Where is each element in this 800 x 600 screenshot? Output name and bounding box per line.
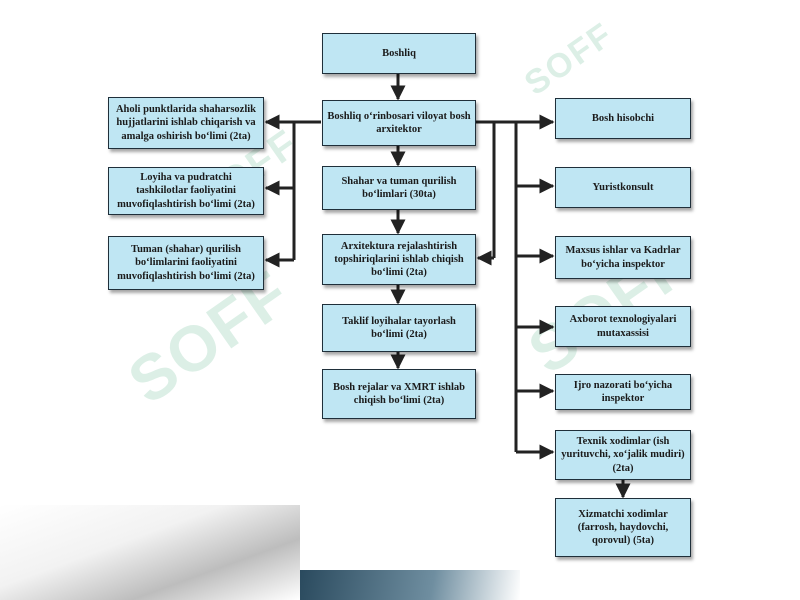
node-taklif: Taklif loyihalar tayorlash bo‘limi (2ta) (322, 304, 476, 352)
node-xizmatchi: Xizmatchi xodimlar (farrosh, haydovchi, … (555, 498, 691, 557)
node-orinbosar: Boshliq o‘rinbosari viloyat bosh arxitek… (322, 100, 476, 146)
decorative-corner (0, 505, 300, 600)
node-arxitektura: Arxitektura rejalashtirish topshiriqlari… (322, 234, 476, 285)
node-bosh-hisobchi: Bosh hisobchi (555, 98, 691, 139)
node-shahar-tuman: Shahar va tuman qurilish bo‘limlari (30t… (322, 166, 476, 210)
node-bosh-rejalar: Bosh rejalar va XMRT ishlab chiqish bo‘l… (322, 369, 476, 419)
node-tuman-shahar: Tuman (shahar) qurilish bo‘limlarini fao… (108, 236, 264, 290)
decorative-corner-strip (300, 570, 520, 600)
node-ijro: Ijro nazorati bo‘yicha inspektor (555, 374, 691, 410)
node-aholi: Aholi punktlarida shaharsozlik hujjatlar… (108, 97, 264, 149)
node-axborot: Axborot texnologiyalari mutaxassisi (555, 306, 691, 347)
node-loyiha: Loyiha va pudratchi tashkilotlar faoliya… (108, 167, 264, 215)
node-boshliq: Boshliq (322, 33, 476, 74)
node-yuristkonsult: Yuristkonsult (555, 167, 691, 208)
node-texnik: Texnik xodimlar (ish yurituvchi, xo‘jali… (555, 430, 691, 480)
node-maxsus: Maxsus ishlar va Kadrlar bo‘yicha inspek… (555, 236, 691, 279)
